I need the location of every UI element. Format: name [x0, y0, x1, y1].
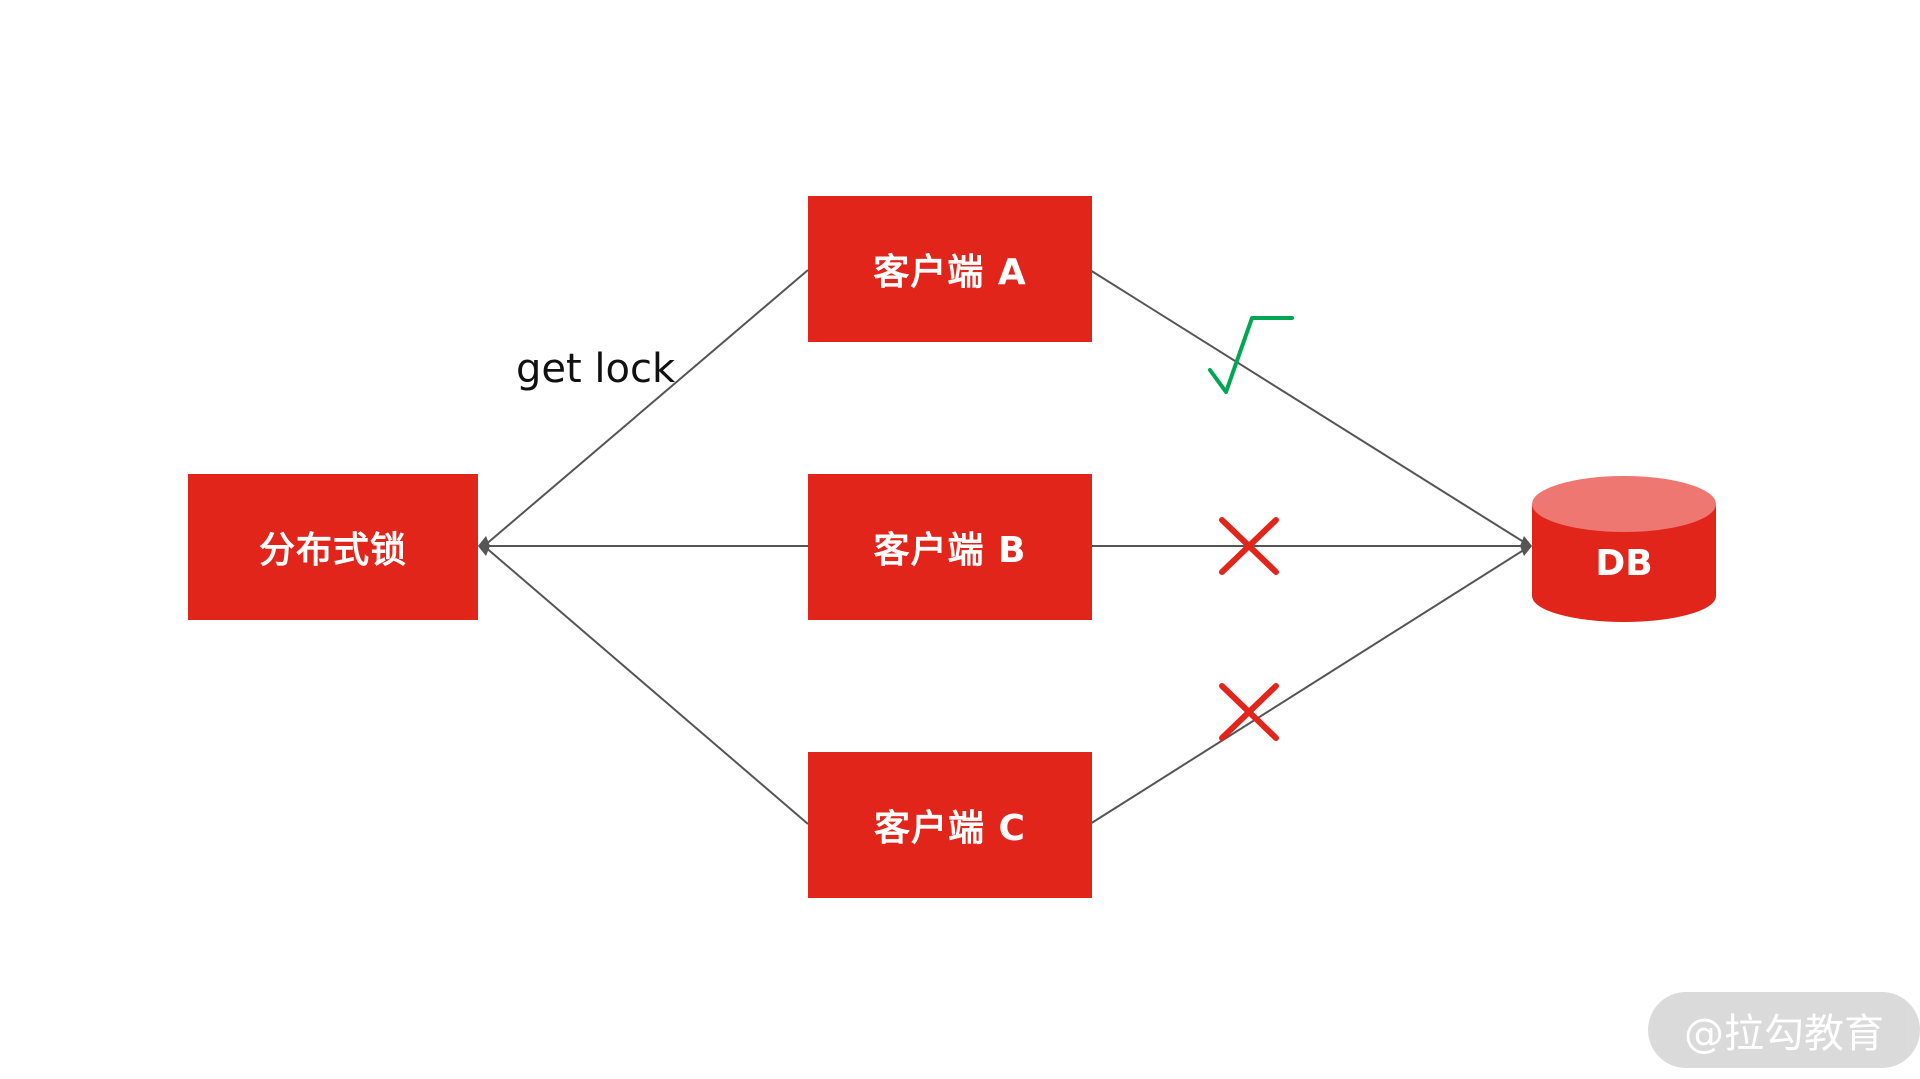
edge-lock-to-client-a: [483, 269, 809, 547]
node-client-a-box: [808, 196, 1092, 342]
edge-lock-to-client-c: [483, 545, 809, 825]
node-client-c-label: 客户端 C: [874, 808, 1026, 849]
edge-label-get-lock: get lock: [516, 346, 676, 392]
node-db-label: DB: [1595, 542, 1653, 584]
node-lock-box: [188, 474, 478, 620]
arrowhead-db: [1520, 536, 1532, 556]
node-client-a-label: 客户端 A: [873, 252, 1027, 293]
edge-client-c-to-db: [1089, 545, 1531, 825]
node-client-b-label: 客户端 B: [873, 530, 1027, 571]
node-lock-label: 分布式锁: [258, 530, 407, 571]
check-icon: [1208, 316, 1294, 394]
node-client-c-box: [808, 752, 1092, 898]
arrowhead-lock: [478, 536, 490, 556]
cross-icon: [1219, 517, 1279, 575]
database-cylinder: [1532, 476, 1716, 622]
node-client-b-box: [808, 474, 1092, 620]
watermark: @拉勾教育: [1648, 992, 1920, 1068]
edge-client-a-to-db: [1089, 269, 1531, 547]
cross-icon: [1219, 683, 1279, 741]
